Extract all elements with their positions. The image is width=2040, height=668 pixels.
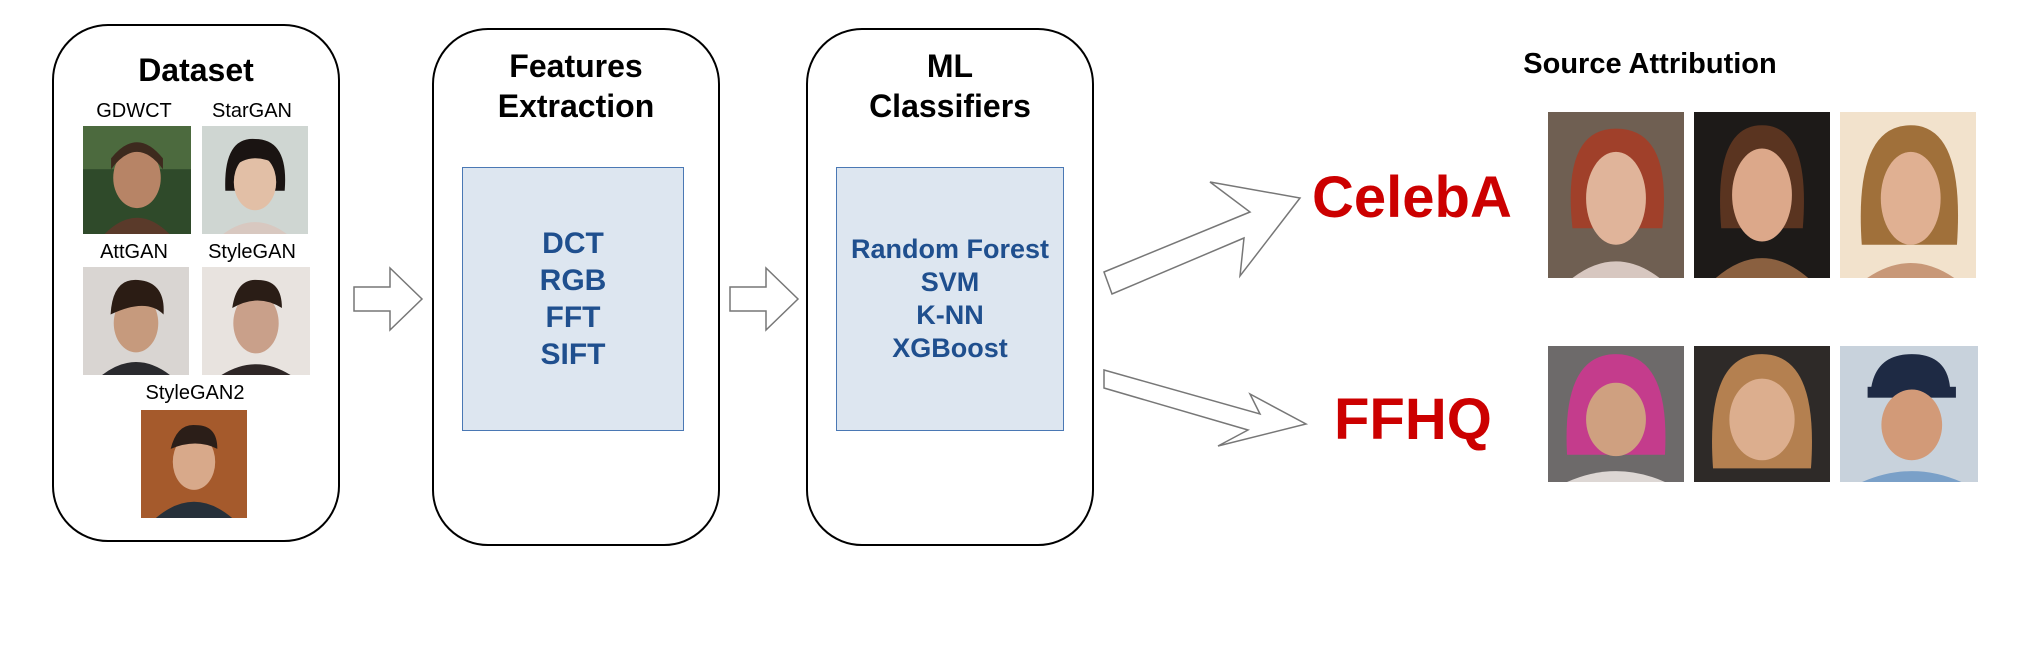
face-photo-icon xyxy=(202,267,310,375)
diagonal-up-arrow-icon xyxy=(1103,181,1302,295)
classifier-item: Random Forest xyxy=(850,234,1050,264)
face-photo-icon xyxy=(1694,112,1830,278)
features-list-box: DCT RGB FFT SIFT xyxy=(462,167,684,431)
features-title-line1: Features xyxy=(509,48,643,84)
dataset-label-stylegan2: StyleGAN2 xyxy=(145,382,245,404)
face-photo-icon xyxy=(1548,112,1684,278)
face-photo-icon xyxy=(202,126,308,234)
face-photo-icon xyxy=(1840,112,1976,278)
feature-item: RGB xyxy=(539,264,607,297)
diagonal-down-arrow-icon xyxy=(1103,369,1309,447)
dataset-label-stargan: StarGAN xyxy=(211,100,293,122)
feature-item: FFT xyxy=(545,301,601,334)
face-photo-icon xyxy=(141,410,247,518)
face-photo-icon xyxy=(83,126,191,234)
classifiers-title-line2: Classifiers xyxy=(869,88,1031,124)
classifier-item: XGBoost xyxy=(892,333,1008,363)
face-photo-icon xyxy=(1840,346,1978,482)
dataset-label-attgan: AttGAN xyxy=(100,241,168,263)
attribution-title: Source Attribution xyxy=(1523,48,1777,80)
classifier-item: SVM xyxy=(920,267,980,297)
feature-item: DCT xyxy=(542,227,604,260)
right-arrow-icon xyxy=(729,266,800,332)
dataset-label-gdwct: GDWCT xyxy=(96,100,172,122)
face-photo-icon xyxy=(1548,346,1684,482)
feature-item: SIFT xyxy=(540,338,606,371)
classifiers-title-line1: ML xyxy=(926,48,974,84)
classifiers-list-box: Random Forest SVM K-NN XGBoost xyxy=(836,167,1064,431)
class-label-celeba: CelebA xyxy=(1312,165,1512,230)
dataset-title: Dataset xyxy=(138,52,254,88)
class-label-ffhq: FFHQ xyxy=(1334,387,1492,452)
features-title-line2: Extraction xyxy=(497,88,655,124)
face-photo-icon xyxy=(1694,346,1830,482)
dataset-label-stylegan: StyleGAN xyxy=(208,241,296,263)
face-photo-icon xyxy=(83,267,189,375)
right-arrow-icon xyxy=(353,266,424,332)
classifier-item: K-NN xyxy=(916,300,984,330)
